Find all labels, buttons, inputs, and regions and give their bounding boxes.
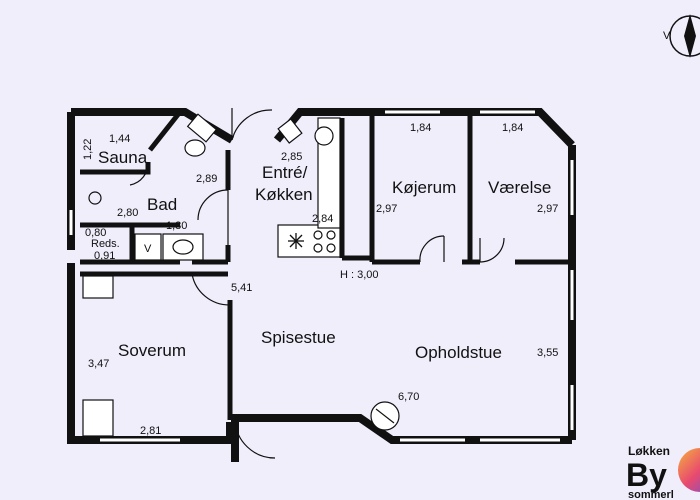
dim-bad-b: 2,80	[117, 207, 138, 219]
stove-icon	[313, 230, 336, 253]
room-sauna: Sauna	[98, 148, 148, 167]
dim-vaerelse-w: 1,84	[502, 122, 523, 134]
compass-needle-icon	[684, 14, 696, 58]
dim-soverum-w: 2,81	[140, 425, 161, 437]
compass: V	[663, 14, 700, 58]
logo-line3: sommerl	[628, 489, 674, 500]
dim-opholdstue-h: 3,55	[537, 347, 558, 359]
dim-reds-w: 0,80	[85, 227, 106, 239]
toilet-bowl-icon	[184, 139, 206, 157]
dim-soverum-h: 3,47	[88, 358, 109, 370]
dimension-labels: 1,44 1,22 2,89 2,80 1,80 2,85 2,84 1,84 …	[82, 122, 558, 437]
windows	[69, 110, 574, 442]
wardrobe-top	[82, 275, 114, 299]
inner-walls	[80, 110, 572, 420]
room-kokken: Køkken	[255, 185, 313, 204]
room-vaerelse: Værelse	[488, 178, 551, 197]
dim-entre-w: 2,85	[281, 151, 302, 163]
dim-spisestue-h: 5,41	[231, 282, 252, 294]
toilet-icon	[186, 113, 218, 143]
room-entre: Entré/	[262, 163, 308, 182]
ceiling-height: H : 3,00	[340, 269, 379, 281]
dim-kojerum-h: 2,97	[376, 203, 397, 215]
room-bad: Bad	[147, 195, 177, 214]
room-reds: Reds.	[91, 238, 120, 250]
logo-sun-icon	[678, 448, 700, 492]
room-opholdstue: Opholdstue	[415, 343, 502, 362]
dim-reds-h: 0,91	[94, 250, 115, 262]
dim-bad-a: 2,89	[196, 173, 217, 185]
freezer-snowflake-icon	[288, 233, 304, 249]
room-soverum: Soverum	[118, 341, 186, 360]
kitchen-sink-icon	[314, 126, 334, 146]
dim-sauna-w: 1,44	[109, 133, 130, 145]
dim-vaerelse-h: 2,97	[537, 203, 558, 215]
washer-box	[134, 233, 162, 261]
dim-sauna-h: 1,22	[82, 139, 94, 160]
dim-opholdstue-w: 6,70	[398, 391, 419, 403]
room-spisestue: Spisestue	[261, 328, 336, 347]
dim-kokken-w: 2,84	[312, 213, 333, 225]
doors	[129, 108, 505, 459]
room-kojerum: Køjerum	[392, 178, 456, 197]
room-labels: Sauna Bad Entré/ Køkken Køjerum Værelse …	[91, 148, 551, 362]
shower-icon	[88, 191, 102, 205]
bad-v-label: V	[144, 243, 152, 255]
fixtures	[82, 113, 400, 441]
dim-bad-c: 1,80	[166, 220, 187, 232]
wardrobe-bottom	[82, 399, 114, 437]
cabinet-box	[277, 118, 303, 144]
logo-line2: By	[626, 457, 667, 493]
dim-kojerum-w: 1,84	[410, 122, 431, 134]
logo-line1: Løkken	[628, 444, 670, 458]
compass-label: V	[663, 30, 671, 42]
logo: Løkken By sommerl	[626, 444, 700, 500]
